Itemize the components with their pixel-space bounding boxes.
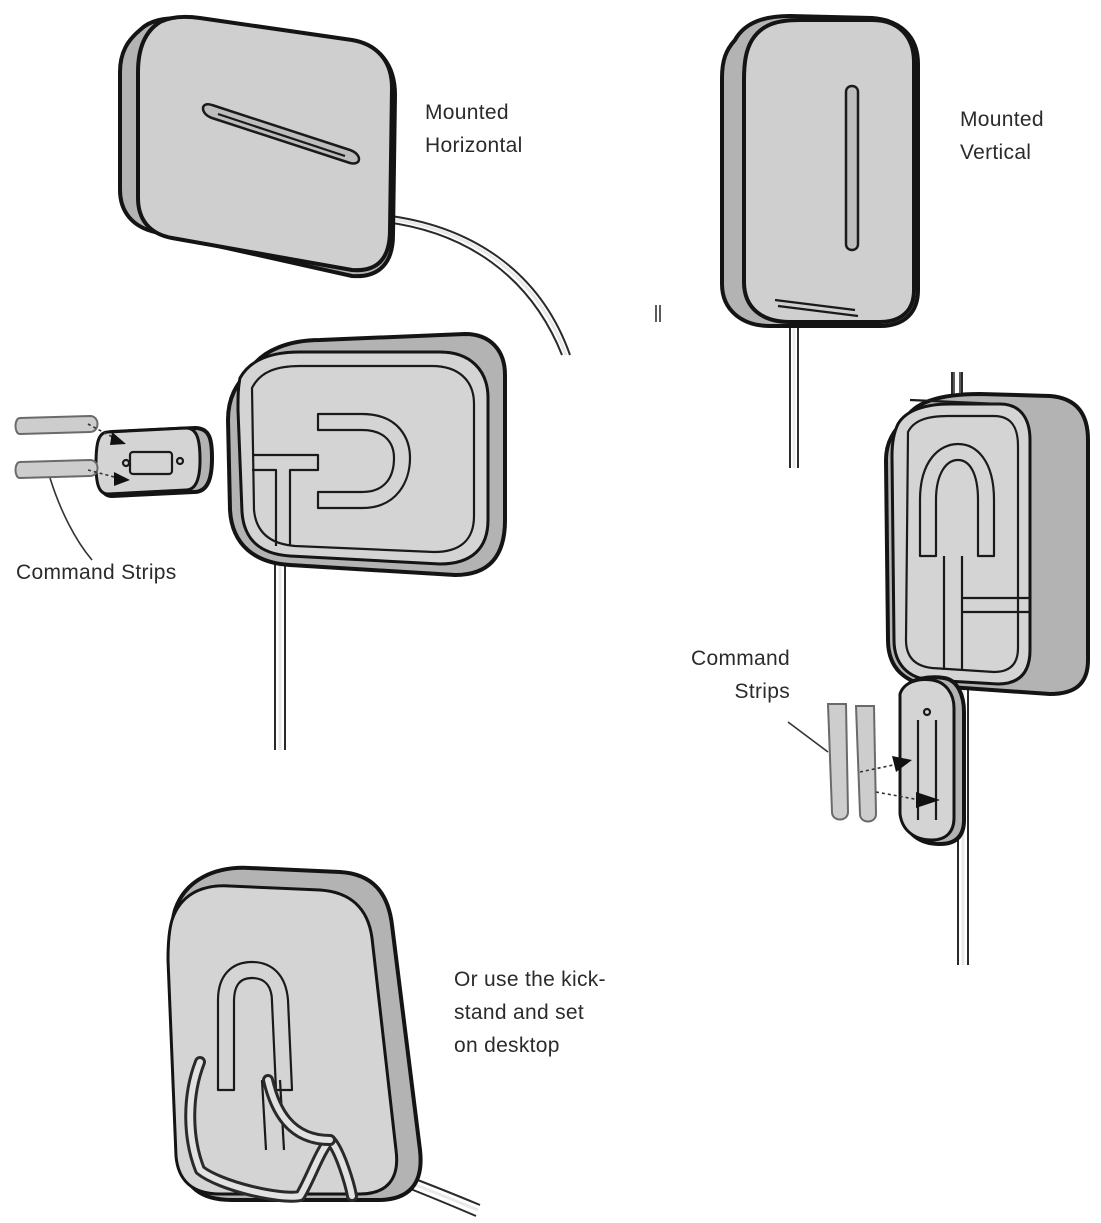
- label-mounted-vertical: Mounted Vertical: [960, 103, 1044, 169]
- label-command-strips-right: Command Strips: [674, 642, 790, 708]
- label-line: Horizontal: [425, 134, 523, 157]
- magnetic-mount-right: [898, 675, 966, 846]
- command-strips-right-pair: [787, 703, 940, 823]
- label-line: Vertical: [960, 141, 1032, 164]
- device-back-horizontal: [226, 332, 507, 750]
- device-horizontal: [118, 14, 571, 356]
- label-mounted-horizontal: Mounted Horizontal: [425, 96, 523, 162]
- kickstand-wire: [184, 1056, 358, 1203]
- label-kickstand: Or use the kick- stand and set on deskto…: [454, 963, 606, 1062]
- label-line: on desktop: [454, 1034, 560, 1057]
- wall-mark: [953, 372, 961, 394]
- label-line: stand and set: [454, 1001, 584, 1024]
- label-line: Mounted: [425, 101, 509, 124]
- device-back-vertical: [884, 372, 1090, 965]
- command-strips-left-pair: [14, 414, 130, 561]
- device-kickstand: [166, 865, 481, 1217]
- label-line: Command: [691, 647, 790, 670]
- label-line: Command Strips: [16, 561, 177, 584]
- label-line: Strips: [734, 680, 790, 703]
- label-line: Mounted: [960, 108, 1044, 131]
- wall-mark: [655, 305, 661, 322]
- label-line: Or use the kick-: [454, 968, 606, 991]
- label-command-strips-left: Command Strips: [16, 556, 177, 589]
- device-vertical: [720, 14, 920, 468]
